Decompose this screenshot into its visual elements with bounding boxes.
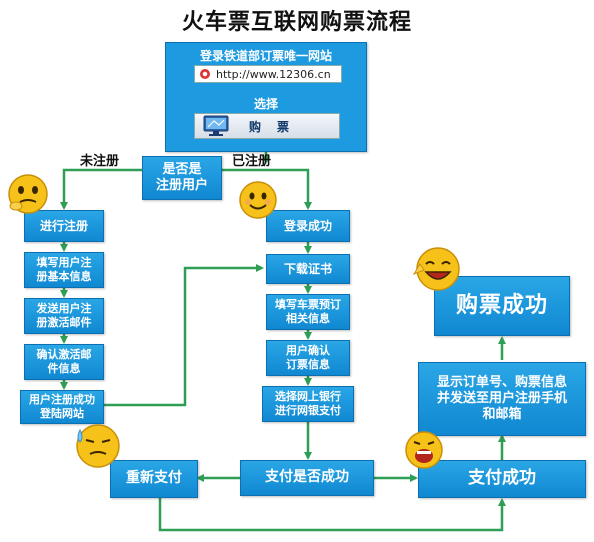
register-box: 进行注册	[24, 210, 104, 242]
edge-label-not-registered: 未注册	[80, 154, 120, 169]
sweating-emoji-icon	[76, 424, 120, 468]
browser-icon	[200, 69, 210, 79]
edge-label-registered: 已注册	[232, 154, 272, 169]
send-activation-box: 发送用户注 册激活邮件	[24, 298, 104, 334]
payment-question-box: 支付是否成功	[240, 460, 374, 496]
buy-ticket-button[interactable]: 购票	[194, 113, 340, 139]
arrow-not-registered	[60, 168, 142, 210]
login-success-box: 登录成功	[266, 210, 350, 242]
thinking-emoji-icon	[8, 174, 48, 214]
diagram-title: 火车票互联网购票流程	[181, 10, 412, 35]
confirm-order-box: 用户确认 订票信息	[266, 340, 350, 376]
shouting-emoji-icon	[405, 431, 443, 469]
confirm-activation-box: 确认激活邮 件信息	[24, 344, 104, 380]
url-text: http://www.12306.cn	[216, 67, 331, 81]
registered-question-box: 是否是 注册用户	[142, 156, 222, 200]
website-panel: 登录铁道部订票唯一网站 http://www.12306.cn 选择 购票	[165, 42, 367, 152]
url-bar[interactable]: http://www.12306.cn	[194, 65, 342, 83]
computer-monitor-icon	[203, 115, 229, 136]
arrow-repay-loop	[158, 498, 506, 532]
smiling-emoji-icon	[239, 181, 277, 219]
buy-ticket-label: 购票	[249, 119, 306, 134]
purchase-success-box: 购票成功	[434, 276, 570, 336]
fill-ticket-info-box: 填写车票预订 相关信息	[266, 294, 350, 330]
arrow-registered-to-cert	[104, 264, 264, 407]
arrow-registered	[222, 168, 312, 210]
repay-box: 重新支付	[110, 460, 198, 498]
celebrating-emoji-icon	[412, 247, 460, 291]
download-cert-box: 下载证书	[266, 254, 350, 284]
payment-success-box: 支付成功	[418, 460, 586, 498]
fill-user-info-box: 填写用户注 册基本信息	[24, 252, 104, 288]
select-label: 选择	[253, 97, 278, 111]
show-order-box: 显示订单号、购票信息 并发送至用户注册手机 和邮箱	[418, 362, 586, 436]
register-success-box: 用户注册成功 登陆网站	[20, 390, 104, 424]
website-title: 登录铁道部订票唯一网站	[199, 49, 332, 63]
choose-bank-box: 选择网上银行 进行网银支付	[262, 386, 354, 422]
